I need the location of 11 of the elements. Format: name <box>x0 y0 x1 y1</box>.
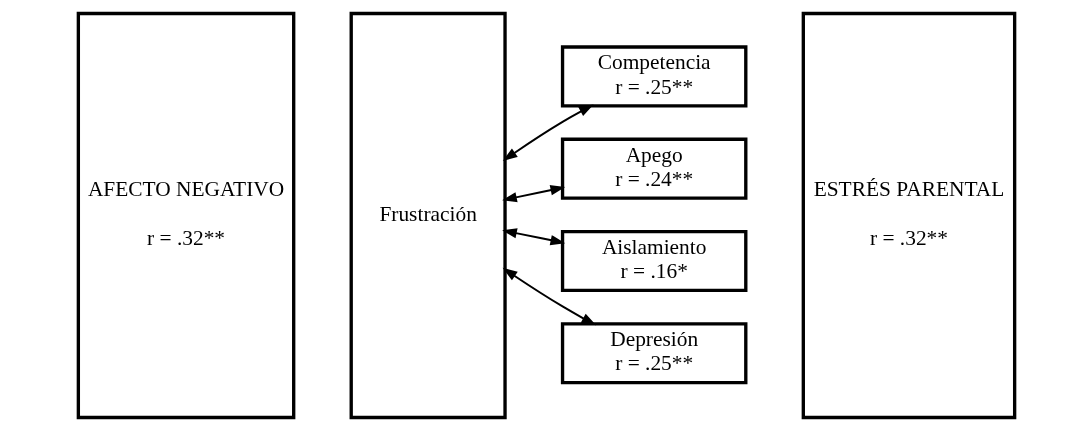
arrow <box>501 228 565 246</box>
node-box: Competencia r = .25** <box>560 45 747 108</box>
arrow <box>502 104 594 162</box>
arrow <box>502 267 596 326</box>
node-box: Frustración <box>349 11 507 420</box>
node-box: Depresión r = .25** <box>560 322 747 385</box>
node-box: ESTRÉS PARENTAL r = .32** <box>801 11 1016 420</box>
node-box: AFECTO NEGATIVO r = .32** <box>76 11 295 420</box>
arrow <box>501 185 565 203</box>
node-box: Apego r = .24** <box>560 137 747 200</box>
node-box: Aislamiento r = .16* <box>560 229 747 293</box>
